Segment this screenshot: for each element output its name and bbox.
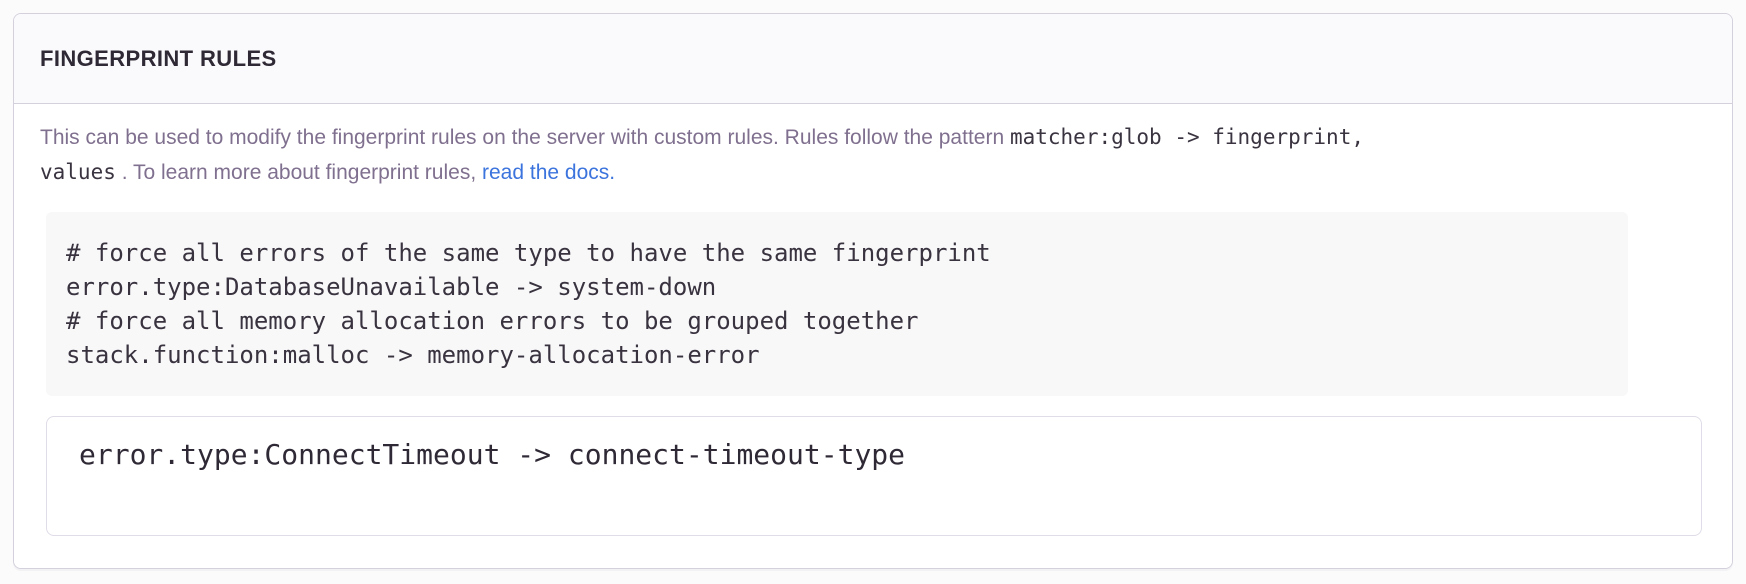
description: This can be used to modify the fingerpri… xyxy=(40,120,1706,190)
example-code-block: # force all errors of the same type to h… xyxy=(46,212,1628,396)
panel-body: This can be used to modify the fingerpri… xyxy=(14,104,1732,568)
fingerprint-rules-panel: FINGERPRINT RULES This can be used to mo… xyxy=(13,13,1733,569)
read-the-docs-link[interactable]: read the docs. xyxy=(482,161,616,184)
pattern-inline-code: matcher:glob -> fingerprint, xyxy=(1009,125,1364,149)
description-after-text: . To learn more about fingerprint rules, xyxy=(115,161,482,184)
values-inline-code: values xyxy=(40,160,116,184)
panel-header: FINGERPRINT RULES xyxy=(14,14,1732,104)
panel-title: FINGERPRINT RULES xyxy=(40,45,277,71)
fingerprint-rules-textarea[interactable]: error.type:ConnectTimeout -> connect-tim… xyxy=(46,416,1702,536)
description-intro-text: This can be used to modify the fingerpri… xyxy=(40,126,1010,149)
